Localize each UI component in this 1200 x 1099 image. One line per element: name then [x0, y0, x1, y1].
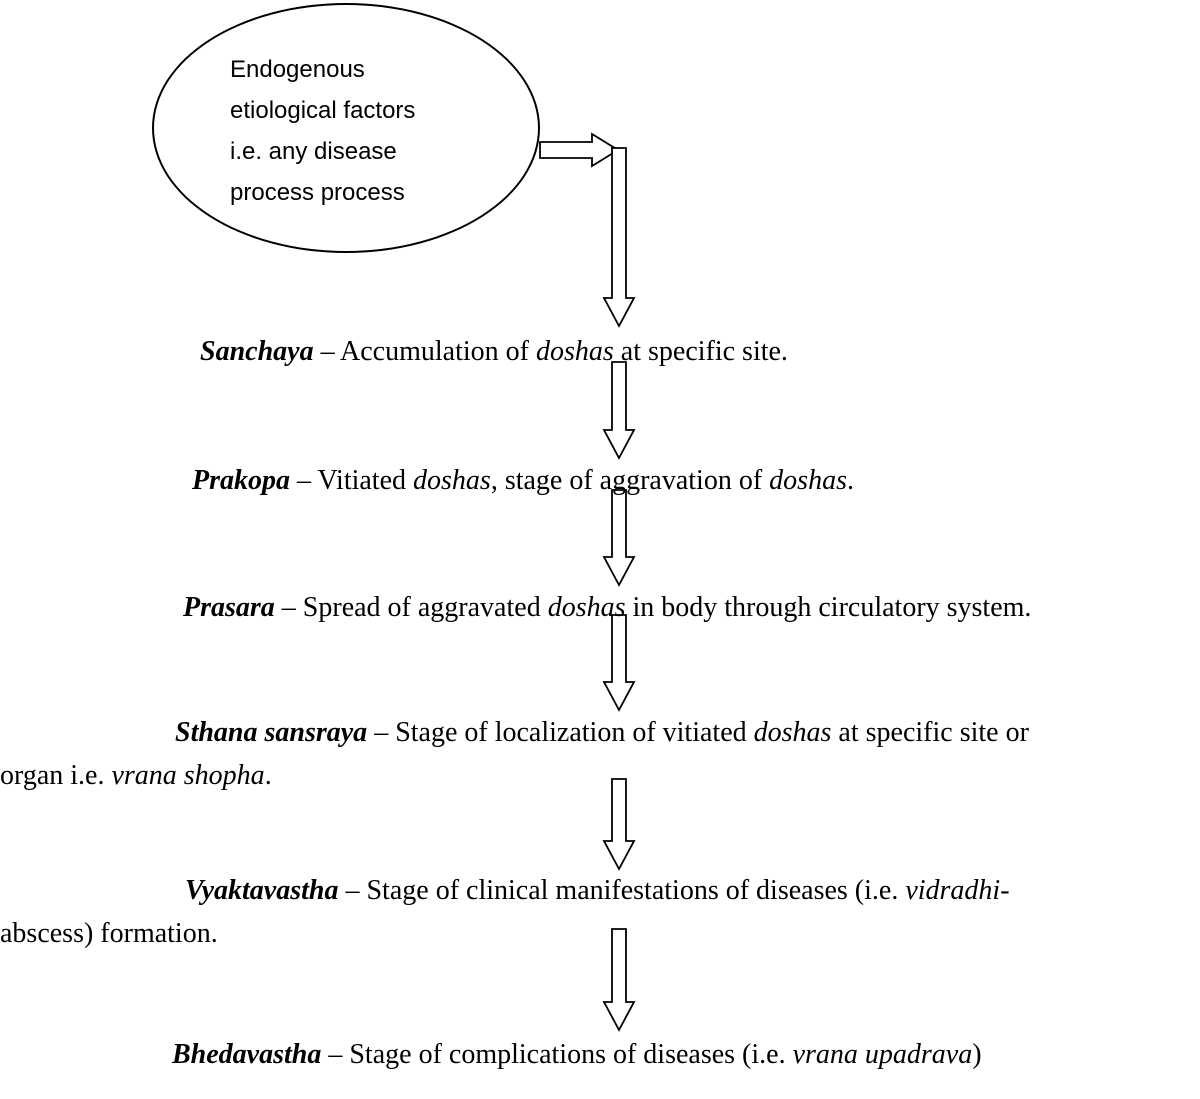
term-italic: doshas [753, 717, 832, 748]
stage-text: – Accumulation of [313, 336, 536, 367]
term-italic: doshas [535, 336, 614, 367]
down-arrow-2-icon [602, 361, 636, 460]
stage-line: Bhedavastha – Stage of complications of … [172, 1033, 982, 1076]
term-italic: doshas [769, 465, 847, 496]
etiology-text: Endogenous etiological factors i.e. any … [230, 49, 415, 213]
stage-text: . [264, 760, 272, 791]
etiology-line: i.e. any disease [230, 138, 397, 165]
term-italic: vrana shopha [111, 760, 265, 791]
down-arrow-5-icon [602, 778, 636, 871]
stage-text: . [846, 465, 854, 496]
down-arrow-6-icon [602, 928, 636, 1032]
stage-prakopa: Prakopa – Vitiated doshas, stage of aggr… [192, 459, 854, 502]
stage-text: in body through circulatory system. [625, 592, 1032, 623]
stage-line: Prasara – Spread of aggravated doshas in… [183, 586, 1031, 629]
stage-text: – Stage of localization of vitiated [367, 717, 754, 748]
etiology-line: process process [230, 179, 405, 206]
stage-line: Vyaktavastha – Stage of clinical manifes… [0, 869, 1010, 912]
stage-text: – Spread of aggravated [274, 592, 548, 623]
stage-text: organ i.e. [0, 760, 112, 791]
stage-line: Sanchaya – Accumulation of doshas at spe… [200, 330, 788, 373]
etiology-ellipse: Endogenous etiological factors i.e. any … [152, 3, 540, 253]
stage-sanchaya: Sanchaya – Accumulation of doshas at spe… [200, 330, 788, 373]
stage-text: at specific site or [831, 717, 1029, 748]
term-italic: vrana upadrava [792, 1039, 973, 1070]
term-italic: vidradhi- [905, 875, 1010, 906]
stage-name: Prakopa [192, 465, 290, 496]
down-arrow-4-icon [602, 614, 636, 712]
stage-name: Bhedavastha [172, 1039, 322, 1070]
stage-vyaktavastha: Vyaktavastha – Stage of clinical manifes… [0, 869, 1010, 955]
stage-line: Sthana sansraya – Stage of localization … [0, 711, 1029, 754]
right-arrow-icon [539, 132, 620, 168]
term-italic: doshas [413, 465, 491, 496]
stage-line: abscess) formation. [0, 912, 1010, 955]
stage-text: – Stage of complications of diseases (i.… [321, 1039, 793, 1070]
stage-text: ) [972, 1039, 982, 1070]
stage-bhedavastha: Bhedavastha – Stage of complications of … [172, 1033, 982, 1076]
etiology-line: Endogenous [230, 56, 365, 83]
stage-line: organ i.e. vrana shopha. [0, 754, 1029, 797]
stage-text: – Vitiated [290, 465, 414, 496]
down-arrow-3-icon [602, 489, 636, 587]
stage-line: Prakopa – Vitiated doshas, stage of aggr… [192, 459, 854, 502]
down-arrow-1-icon [602, 147, 636, 328]
etiology-line: etiological factors [230, 97, 416, 124]
stage-text: , stage of aggravation of [490, 465, 770, 496]
stage-prasara: Prasara – Spread of aggravated doshas in… [183, 586, 1031, 629]
stage-text: at specific site. [613, 336, 788, 367]
stage-name: Vyaktavastha [185, 875, 339, 906]
stage-name: Sanchaya [200, 336, 314, 367]
term-italic: doshas [547, 592, 626, 623]
stage-name: Sthana sansraya [175, 717, 368, 748]
stage-text: abscess) formation. [0, 918, 218, 949]
stage-name: Prasara [183, 592, 275, 623]
stage-text: – Stage of clinical manifestations of di… [338, 875, 906, 906]
stage-sthana-sansraya: Sthana sansraya – Stage of localization … [0, 711, 1029, 797]
